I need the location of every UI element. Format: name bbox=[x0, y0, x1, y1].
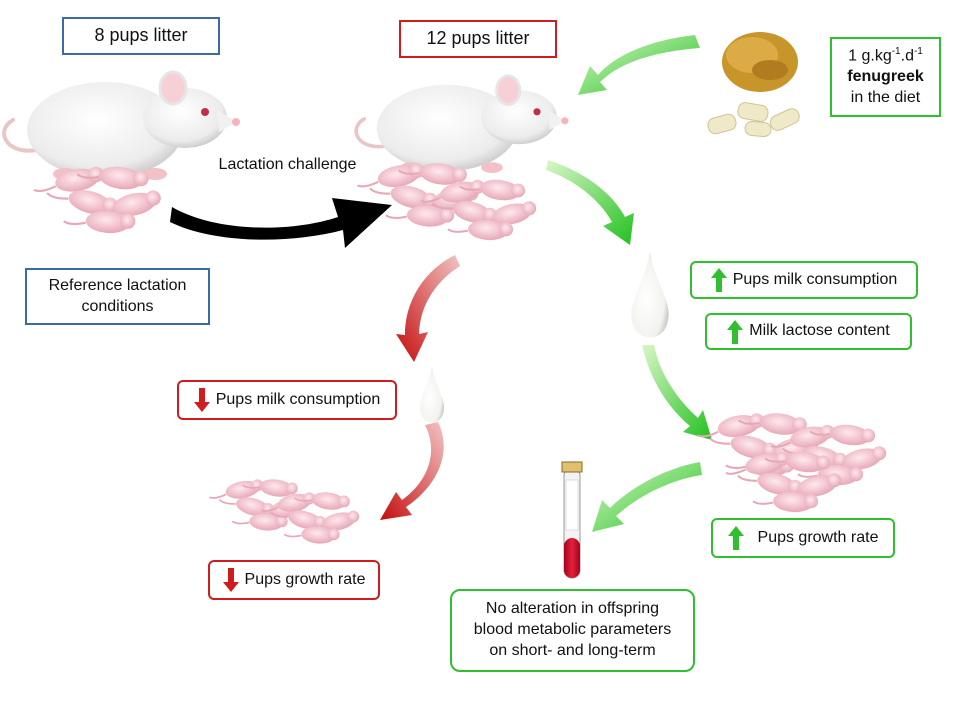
increase-lactose-box: Milk lactose content bbox=[705, 313, 912, 350]
pups-growth-image bbox=[695, 408, 888, 514]
fenugreek-dose-box: 1 g.kg-1.d-1 fenugreek in the diet bbox=[830, 37, 941, 117]
no-alteration-box: No alteration in offspring blood metabol… bbox=[450, 589, 695, 672]
red-arrow-to-pups bbox=[380, 422, 444, 520]
increase-milk-consumption-box: Pups milk consumption bbox=[690, 261, 918, 299]
lactation-challenge-label: Lactation challenge bbox=[218, 155, 357, 173]
green-arrow-to-blood bbox=[592, 462, 702, 532]
arrow-up-icon bbox=[727, 526, 744, 550]
pups-reduced-growth-image bbox=[208, 475, 362, 545]
fenugreek-suffix: in the diet bbox=[850, 89, 921, 107]
pups-8-litter-image bbox=[32, 161, 164, 235]
fenugreek-arrow bbox=[578, 35, 700, 95]
challenge-arrow bbox=[170, 198, 392, 248]
increase-growth-box: Pups growth rate bbox=[711, 518, 895, 558]
reference-conditions-label: Reference lactation conditions bbox=[25, 268, 210, 325]
fenugreek-dose: 1 g.kg-1.d-1 bbox=[848, 46, 923, 65]
arrow-up-icon bbox=[727, 319, 744, 344]
pups-12-litter-image bbox=[355, 158, 538, 242]
blood-tube-image bbox=[561, 461, 583, 579]
arrow-up-icon bbox=[710, 268, 727, 292]
red-arrow-to-milk bbox=[396, 255, 460, 362]
litter-12-label: 12 pups litter bbox=[399, 20, 557, 58]
arrow-down-icon bbox=[193, 388, 210, 412]
decrease-milk-consumption-box: Pups milk consumption bbox=[177, 380, 397, 420]
fenugreek-name: fenugreek bbox=[847, 68, 924, 86]
fenugreek-seeds-image bbox=[722, 32, 798, 92]
green-arrow-to-milk bbox=[546, 160, 634, 245]
litter-8-label: 8 pups litter bbox=[62, 17, 220, 55]
arrow-down-icon bbox=[222, 568, 239, 592]
milk-drop-large-icon bbox=[631, 252, 669, 338]
green-arrow-to-pups bbox=[642, 345, 712, 440]
decrease-growth-box: Pups growth rate bbox=[208, 560, 380, 600]
rat-12-litter-image bbox=[354, 73, 571, 175]
milk-drop-small-icon bbox=[419, 367, 445, 423]
diet-pellets-image bbox=[707, 102, 800, 138]
